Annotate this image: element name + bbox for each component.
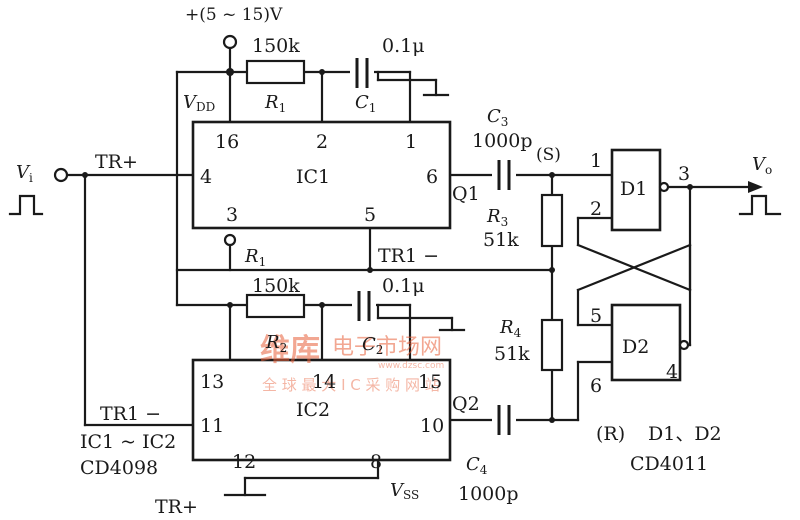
gate-d2-pin5: 5	[590, 305, 602, 327]
vi-terminal	[53, 167, 69, 183]
resistor-r2	[245, 293, 306, 319]
ic2-pin8: 8	[370, 451, 382, 473]
capacitor-c1	[350, 58, 374, 88]
ic1-pin2: 2	[316, 131, 328, 153]
c2-value: 0.1μ	[382, 275, 425, 297]
watermark-brand-tail: 电子市场网	[332, 335, 442, 360]
note-ic-part: CD4098	[80, 457, 158, 479]
note-gate-list: D1、D2	[648, 423, 722, 445]
gate-d2-pin6: 6	[590, 375, 602, 397]
watermark-brand: 维库	[260, 333, 320, 368]
gate-d1-pin2: 2	[590, 198, 602, 220]
wiring	[65, 46, 750, 497]
ic2-box	[191, 358, 452, 462]
ic2-pin11: 11	[200, 415, 224, 437]
watermark: 维库 电子市场网 www.dzsc.com 全 球 最 大 I C 采 购 网 …	[260, 333, 444, 394]
gate-d2-bubble	[678, 339, 690, 351]
ic1-box	[191, 120, 452, 230]
ic2-pin14: 14	[312, 371, 336, 393]
r4-value: 51k	[494, 343, 530, 365]
gate-d1-pin1: 1	[590, 150, 602, 172]
output-pulse-icon	[738, 194, 782, 216]
vi-label: Vi	[16, 162, 33, 185]
gate-d2-body	[610, 303, 682, 382]
r1-bottom-name: R1	[244, 246, 266, 269]
ic1-pin1: 1	[405, 131, 417, 153]
r1-top-name: R1	[264, 92, 286, 115]
gate-d1-pin3: 3	[678, 163, 690, 185]
gate-d1-name: D1	[620, 178, 647, 200]
output-arrow	[748, 181, 763, 193]
vo-label: Vo	[752, 154, 772, 177]
ic1-pin4: 4	[200, 166, 212, 188]
tr-plus-bottom-label: TR+	[155, 496, 198, 518]
ic1-pin5: 5	[364, 204, 376, 226]
ic2-q2-label: Q2	[452, 393, 480, 415]
ic2-pin12: 12	[232, 451, 256, 473]
c3-name: C3	[487, 106, 508, 129]
ic2-pin15: 15	[418, 371, 442, 393]
tr-plus-label: TR+	[95, 151, 138, 173]
ic2-pin10: 10	[420, 415, 444, 437]
capacitor-c4	[492, 405, 516, 435]
junction-dots	[82, 68, 693, 423]
r4-name: R4	[499, 317, 522, 340]
r-label: (R)	[596, 423, 625, 445]
resistor-r4	[540, 318, 564, 372]
ic2-name: IC2	[296, 399, 330, 421]
gate-d1-body	[610, 148, 662, 232]
c3-value: 1000p	[472, 130, 533, 152]
r3-name: R3	[486, 206, 508, 229]
tr1-minus-left-label: TR1 −	[100, 403, 161, 425]
gate-d1-bubble	[658, 181, 670, 193]
ic1-name: IC1	[296, 166, 330, 188]
input-pulse-icon	[8, 194, 44, 216]
ic1-pin3: 3	[226, 204, 238, 226]
gate-d2-pin4: 4	[666, 361, 678, 383]
ic1-pin3-terminal	[223, 233, 237, 247]
c4-name: C4	[466, 454, 488, 477]
r3-value: 51k	[483, 229, 519, 251]
ic1-pin16: 16	[215, 131, 239, 153]
ic1-q1-label: Q1	[452, 183, 480, 205]
capacitor-c3	[492, 160, 516, 190]
note-gate-part: CD4011	[630, 453, 708, 475]
tr1-minus-top-label: TR1 −	[378, 245, 439, 267]
supply-voltage-label: +(5 ~ 15)V	[185, 5, 283, 25]
gate-d2-name: D2	[622, 336, 649, 358]
capacitor-c2	[352, 291, 376, 321]
note-ic-range: IC1 ~ IC2	[80, 431, 176, 453]
r2-value: 150k	[252, 275, 300, 297]
ic2-pin13: 13	[200, 371, 224, 393]
ic2-vss-label: VSS	[390, 480, 419, 502]
supply-terminal	[222, 34, 238, 50]
ic1-pin6: 6	[426, 166, 438, 188]
s-label: (S)	[536, 145, 561, 165]
c1-name: C1	[355, 92, 376, 115]
c1-value: 0.1μ	[382, 35, 425, 57]
resistor-r1-top	[245, 59, 306, 85]
watermark-slogan: 全 球 最 大 I C 采 购 网 站	[262, 376, 440, 394]
c2-name: C2	[362, 334, 383, 357]
c4-value: 1000p	[458, 483, 519, 505]
resistor-r3	[540, 193, 564, 248]
watermark-url: www.dzsc.com	[378, 361, 444, 371]
ic1-vdd-label: VDD	[183, 92, 215, 114]
r2-name: R2	[265, 332, 287, 355]
r1-top-value: 150k	[252, 35, 300, 57]
